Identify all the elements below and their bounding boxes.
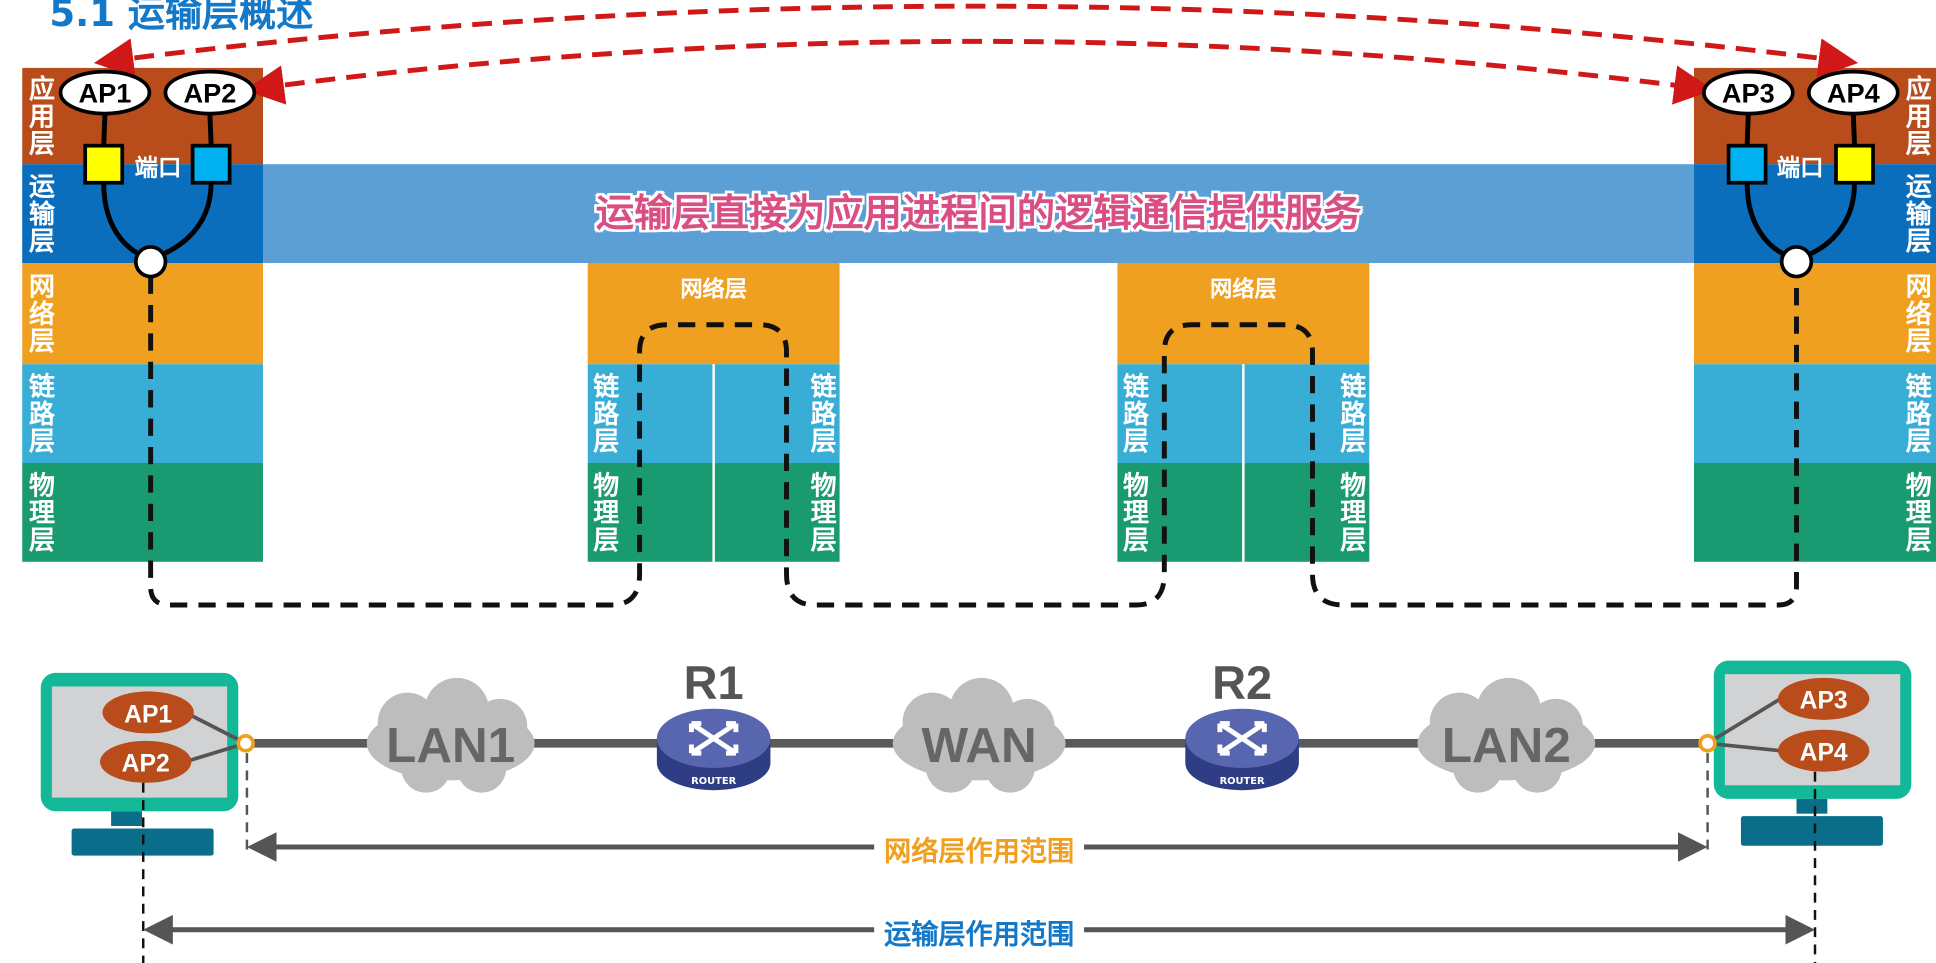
svg-text:WAN: WAN [922,718,1037,773]
physical-layer-label: 物理层 [1337,471,1367,554]
demux-point [1779,245,1814,279]
right-host-physical-layer [1694,463,1936,562]
svg-text:AP4: AP4 [1827,77,1880,108]
port-yellow [83,143,125,185]
banner-text: 运输层直接为应用进程间的逻辑通信提供服务 [595,191,1362,236]
process-ap1: AP1 [58,69,152,116]
transport-scope-label: 运输层作用范围 [874,912,1085,952]
transport-banner [262,164,1695,263]
port-label: 端口 [1777,153,1824,181]
cloud-lan1: LAN1 [366,677,535,793]
left-host-network-layer [22,262,263,365]
svg-text:AP4: AP4 [1800,740,1848,767]
router-arrows-icon [1217,721,1267,756]
router1-link-layer-left [587,364,713,464]
router2-link-layer-right [1244,364,1370,464]
transport-layer-label: 运输层 [25,172,56,255]
network-layer-label: 网络层 [680,276,747,303]
port-blue [190,143,232,185]
router2-network-layer [1117,262,1370,365]
link-layer-label: 链路层 [1902,372,1933,455]
demux-point [133,245,168,279]
link-layer-label: 链路层 [807,372,838,455]
process-ap2: AP2 [163,69,257,116]
svg-text:AP3: AP3 [1722,77,1775,108]
svg-text:AP2: AP2 [122,751,170,778]
svg-text:AP2: AP2 [183,77,236,108]
right-host-ports [1726,113,1875,279]
router2-link-layer-left [1117,364,1243,464]
router-arrows-icon [688,721,739,756]
network-layer-label: 网络层 [25,272,56,355]
svg-text:LAN1: LAN1 [386,718,515,773]
physical-layer-label: 物理层 [25,471,56,554]
cloud-lan2: LAN2 [1417,677,1596,793]
process-ap4: AP4 [1806,69,1900,116]
router-r2: R2 ROUTER [1185,657,1299,791]
router1-network-layer [587,262,840,365]
router-r1: R1 ROUTER [656,657,771,791]
physical-layer-label: 物理层 [807,471,838,554]
router2-physical-layer-right [1244,463,1370,562]
network-layer-label: 网络层 [1210,276,1277,303]
host-left: AP1 AP2 [40,672,255,856]
link-layer-label: 链路层 [590,372,620,455]
router2-physical-layer-left [1117,463,1243,562]
svg-text:AP1: AP1 [79,77,132,108]
svg-text:AP3: AP3 [1800,688,1848,715]
transport-layer-label: 运输层 [1902,172,1933,255]
process-ap3: AP3 [1702,69,1795,116]
port-blue [1726,143,1768,185]
data-path [148,276,1799,608]
link-layer-label: 链路层 [1119,372,1150,455]
left-host-ports [83,113,232,279]
network-layer-label: 网络层 [1902,272,1933,355]
left-host-physical-layer [22,463,263,562]
svg-text:AP1: AP1 [124,701,172,728]
router1-physical-layer-right [714,463,840,562]
physical-layer-label: 物理层 [1902,471,1933,554]
right-host-link-layer [1694,364,1936,464]
left-host-link-layer [22,364,263,464]
link-layer-label: 链路层 [25,372,56,455]
svg-text:R1: R1 [684,657,744,709]
logical-arrow-ap1-ap4 [93,3,1859,78]
link-layer-label: 链路层 [1337,372,1367,455]
host-right: AP3 AP4 [1698,660,1912,846]
physical-layer-label: 物理层 [1119,471,1150,554]
right-host-network-layer [1694,262,1936,365]
cloud-wan: WAN [892,677,1066,793]
svg-text:ROUTER: ROUTER [1220,776,1265,787]
app-layer-label: 应用层 [25,75,56,157]
svg-text:R2: R2 [1212,657,1272,709]
router1-physical-layer-left [587,463,713,562]
svg-text:ROUTER: ROUTER [691,776,736,787]
logical-arrow-ap2-ap3 [244,38,1714,105]
app-layer-label: 应用层 [1902,75,1933,157]
physical-layer-label: 物理层 [590,471,620,554]
port-label: 端口 [135,153,182,181]
network-scope-label: 网络层作用范围 [874,829,1085,870]
page-title: 5.1 运输层概述 [49,0,314,36]
router1-link-layer-right [714,364,840,464]
port-yellow [1834,143,1875,185]
svg-text:LAN2: LAN2 [1442,718,1571,773]
